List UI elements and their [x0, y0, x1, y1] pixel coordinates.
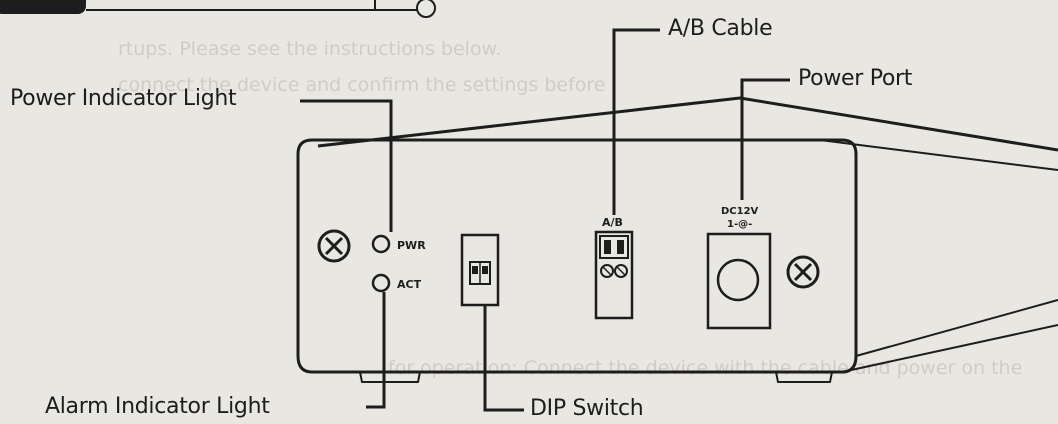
act-mark: ACT: [397, 278, 422, 291]
ab-mark: A/B: [602, 216, 623, 229]
faded-text-line-1: rtups. Please see the instructions below…: [118, 38, 502, 60]
screw-right: [786, 255, 820, 289]
power-indicator-led: [371, 234, 391, 254]
header-tab: [0, 0, 436, 18]
pwr-mark: PWR: [397, 239, 426, 252]
leader-lines: [300, 28, 790, 412]
dip-switch-label: DIP Switch: [530, 396, 644, 421]
alarm-indicator-label: Alarm Indicator Light: [45, 394, 270, 419]
dip-switch-leader: [483, 305, 524, 412]
power-port-label: Power Port: [798, 66, 913, 91]
power-indicator-label: Power Indicator Light: [10, 86, 237, 111]
ab-cable-label: A/B Cable: [668, 16, 773, 41]
faded-text-line-2: connect the device and confirm the setti…: [118, 74, 606, 96]
dc-mark-line2: 1-@-: [727, 219, 752, 230]
ab-terminal: A/B: [594, 216, 634, 320]
dip-switch: [460, 233, 500, 307]
alarm-indicator-led: [371, 273, 391, 293]
power-port: DC12V 1-@-: [706, 206, 772, 330]
power-port-leader: [740, 78, 790, 200]
device-body: [296, 96, 1058, 383]
screw-left: [317, 229, 351, 263]
dc-mark-line1: DC12V: [721, 206, 759, 217]
alarm-indicator-leader: [366, 292, 386, 409]
power-indicator-leader: [300, 99, 393, 232]
ab-cable-leader: [612, 28, 660, 215]
